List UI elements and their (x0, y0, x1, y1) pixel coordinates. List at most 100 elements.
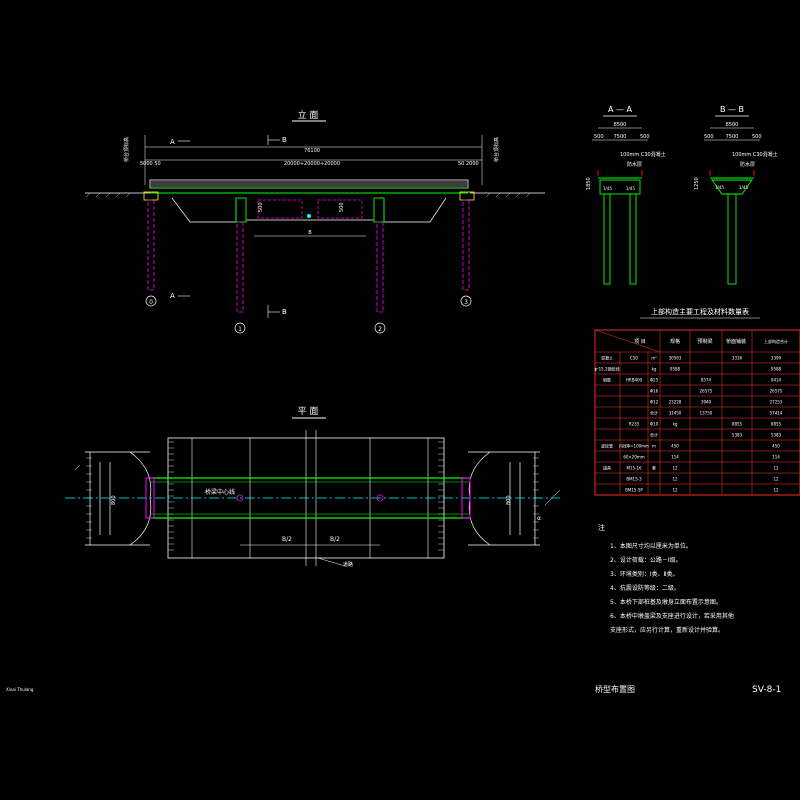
table-cell-5-6: 57414 (770, 411, 783, 416)
table-cell-10-1: M15-16 (626, 466, 642, 471)
section-aa-deck-sub: 防水层 (627, 161, 642, 168)
table-cell-9-3: 114 (671, 455, 679, 460)
table-cell-6-3: kg (673, 422, 678, 427)
table-header-1: 规格 (670, 338, 680, 345)
section-aa-total: 8500 (614, 122, 627, 128)
table-cell-0-5: 3316 (732, 356, 743, 361)
section-bb-view: B — B 8500 500 7500 500 100mm C30混凝土 防水层… (694, 105, 778, 285)
table-cell-8-6: 450 (772, 444, 780, 449)
section-b-top: B (282, 136, 287, 144)
section-bb-part-3: 500 (752, 134, 762, 140)
pier-number-2-text: 2 (378, 326, 382, 333)
section-aa-view: A — A 8500 500 7500 500 100mm C30混凝土 防水层… (586, 105, 666, 285)
table-cell-8-0: 波纹管 (601, 443, 613, 449)
note-4: 4、抗震设防等级：二级。 (610, 584, 680, 592)
table-cell-7-5: 5383 (732, 433, 743, 438)
table-header-4: 上部构造合计 (764, 338, 788, 344)
table-cell-1-3: 9588 (670, 367, 681, 372)
note-5: 5、本桥下部桩基及墩身立面布置示意图。 (610, 598, 722, 606)
pier-number-1: 1 (234, 322, 246, 334)
elevation-total-length: 76100 (304, 148, 320, 154)
table-cell-3-4: 26575 (700, 389, 713, 394)
table-cell-5-3: 31450 (669, 411, 682, 416)
svg-text:桥台顶标高: 桥台顶标高 (123, 137, 130, 162)
section-a-bottom: A (170, 292, 175, 300)
table-cell-6-6: 8855 (771, 422, 782, 427)
plan-width-left: 800 (111, 495, 117, 505)
quantity-table-title: 上部构造主要工程及材料数量表 (651, 307, 749, 316)
section-bb-part-1: 500 (704, 134, 714, 140)
table-cell-1-2: kg (652, 367, 657, 372)
pier-number-0: 0 (145, 295, 157, 307)
watermark-text: Xinai Thulang (6, 687, 34, 692)
table-header-2: 预制梁 (697, 338, 712, 345)
section-aa-part-1: 500 (594, 134, 604, 140)
table-cell-11-3: 12 (672, 477, 678, 482)
plan-center-line-label: 桥梁中心线 (205, 488, 235, 496)
section-bb-deck-note: 100mm C30混凝土 (732, 151, 778, 158)
table-cell-2-4: 8574 (701, 378, 712, 383)
elevation-title: 立 面 (298, 109, 319, 121)
table-cell-8-2: m (652, 444, 656, 449)
plan-title: 平 面 (298, 406, 319, 417)
table-cell-2-2: Φ25 (650, 378, 659, 383)
section-bb-height: 1250 (694, 177, 700, 190)
table-cell-1-6: 9588 (771, 367, 782, 372)
table-cell-9-6: 114 (772, 455, 780, 460)
note-7: 支座形式，应另行计算，重新设计并验算。 (610, 626, 724, 634)
table-cell-6-5: 8855 (732, 422, 743, 427)
table-cell-4-4: 3940 (701, 400, 712, 405)
table-cell-10-6: 12 (773, 466, 779, 471)
table-cell-4-2: Φ12 (650, 400, 659, 405)
pier-number-3-text: 3 (464, 299, 468, 306)
table-header-3: 桥面铺装 (726, 338, 746, 345)
section-bb-title: B — B (720, 105, 744, 114)
section-bb-deck-sub: 防水层 (740, 161, 755, 168)
section-b-bottom: B (282, 308, 287, 316)
elevation-end-right: 50 2000 (458, 161, 479, 167)
section-aa-part-2: 7500 (614, 134, 627, 140)
table-cell-0-2: m³ (651, 356, 657, 361)
plan-half-width-right: B/2 (330, 536, 340, 543)
table-cell-2-1: HRB400 (626, 378, 643, 383)
elevation-end-left: 5000 50 (140, 161, 161, 167)
table-cell-7-6: 5383 (771, 433, 782, 438)
notes-heading: 注 (598, 523, 605, 532)
table-cell-10-2: 套 (652, 465, 656, 471)
section-aa-height: 1850 (586, 177, 592, 190)
svg-text:B: B (308, 230, 312, 236)
table-cell-0-6: 3399 (771, 356, 782, 361)
table-cell-0-0: 混凝土 (601, 355, 613, 361)
notes: 注 1、本图尺寸均以厘米为单位。 2、设计荷载：公路－Ⅰ级。 3、环境类别：Ⅰ类… (598, 523, 734, 634)
plan-width-right: 800 (506, 495, 512, 505)
section-bb-total: 8500 (726, 122, 739, 128)
svg-text:1/45: 1/45 (603, 186, 612, 191)
note-1: 1、本图尺寸均以厘米为单位。 (610, 542, 692, 550)
note-3: 3、环境类别：Ⅰ类、Ⅱ类。 (610, 570, 679, 578)
table-cell-10-0: 锚具 (603, 465, 611, 471)
table-cell-12-1: BM15-5P (625, 488, 643, 493)
note-2: 2、设计荷载：公路－Ⅰ级。 (610, 556, 682, 564)
svg-text:1/45: 1/45 (715, 185, 724, 190)
table-cell-3-6: 26575 (770, 389, 783, 394)
table-cell-8-1: 内径Φ=100mm (619, 443, 649, 449)
table-cell-11-6: 12 (773, 477, 779, 482)
svg-text:1/45: 1/45 (739, 185, 748, 190)
table-cell-2-0: 钢筋 (603, 377, 611, 383)
section-aa-part-3: 500 (640, 134, 650, 140)
table-header-0: 项 目 (634, 339, 646, 345)
section-bb-part-2: 7500 (726, 134, 739, 140)
svg-text:1/45: 1/45 (626, 186, 635, 191)
table-cell-11-1: BM15-3 (626, 477, 642, 482)
pier-number-3: 3 (460, 295, 472, 307)
pier-number-1-text: 1 (238, 326, 242, 333)
table-cell-2-6: 9414 (771, 378, 782, 383)
sheet-number: SV-8-1 (752, 685, 781, 695)
elevation-height-mark-1: 500 (258, 202, 264, 212)
section-a-top: A (170, 138, 175, 146)
note-6: 6、本桥中墩盖梁及支座进行设计，若采用其他 (610, 612, 734, 620)
table-cell-7-2: 合计 (650, 432, 658, 438)
table-cell-12-3: 12 (672, 488, 678, 493)
